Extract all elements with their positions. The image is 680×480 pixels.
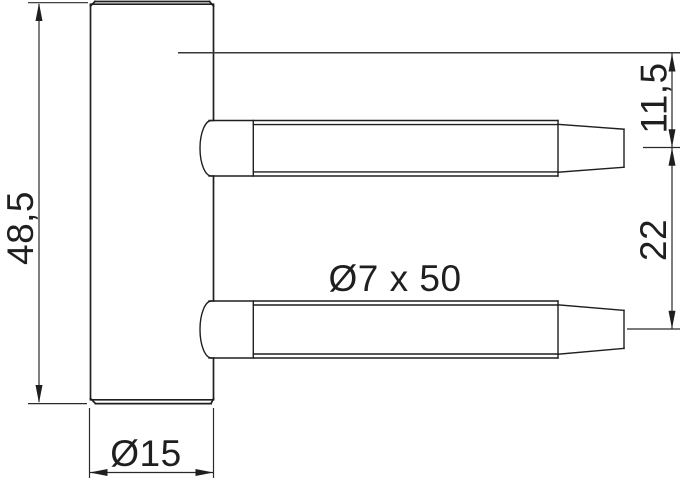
arrowhead-down xyxy=(668,129,676,148)
arrowhead-down xyxy=(35,385,43,403)
top-pin-offset-label: 11,5 xyxy=(634,62,675,133)
pin-spec-label: Ø7 x 50 xyxy=(328,258,461,299)
dimension-pin-spacing: 22 xyxy=(627,146,680,330)
body-height-label: 48,5 xyxy=(0,191,41,265)
bottom-pin-taper-bottom xyxy=(557,347,625,355)
dimension-top-pin-offset: 11,5 xyxy=(634,53,676,329)
pin-spacing-label: 22 xyxy=(633,219,674,261)
top-pin-taper-top xyxy=(557,123,625,130)
arrowhead-up xyxy=(35,3,43,21)
dimension-body-height: 48,5 xyxy=(0,2,88,405)
arrowhead-right xyxy=(195,469,214,476)
bottom-pin-taper-top xyxy=(557,304,625,312)
arrowhead-down xyxy=(668,310,676,329)
top-pin xyxy=(199,119,625,177)
top-pin-taper-bottom xyxy=(557,166,625,173)
arrowhead-up xyxy=(668,147,676,166)
bottom-pin xyxy=(199,300,625,359)
arrowhead-up xyxy=(668,53,676,72)
bottom-pin-cap-arc xyxy=(199,300,213,359)
top-pin-cap-arc xyxy=(199,119,213,177)
dimension-body-diameter: Ø15 xyxy=(88,408,215,478)
arrowhead-left xyxy=(89,469,108,476)
hinge-body xyxy=(89,0,215,405)
body-diameter-label: Ø15 xyxy=(110,433,181,474)
